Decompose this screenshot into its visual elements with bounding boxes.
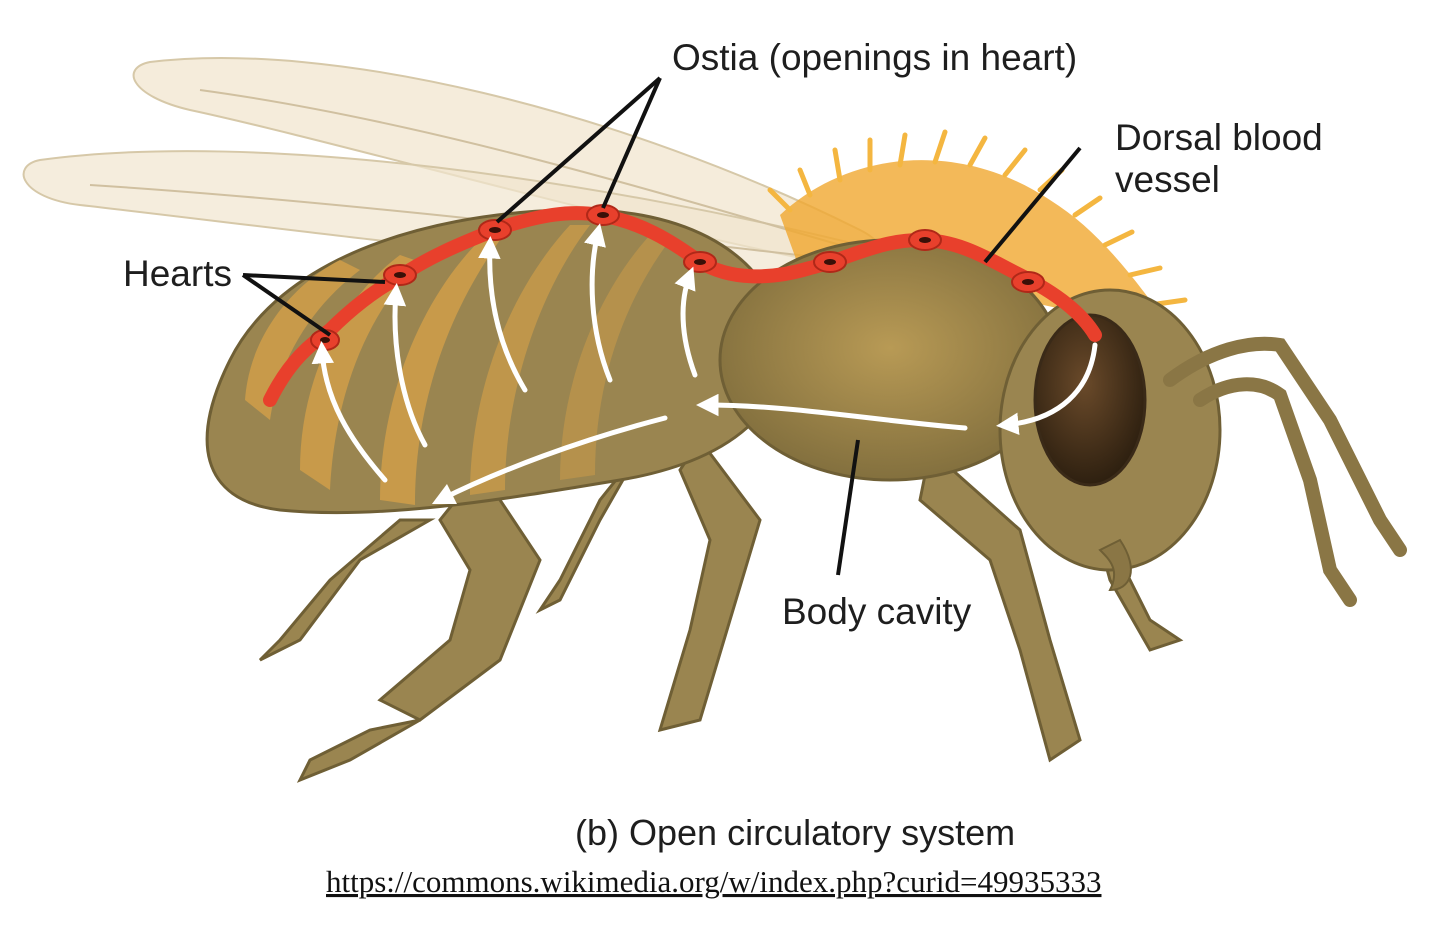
ostia-label: Ostia (openings in heart) — [672, 37, 1077, 78]
hind-leg — [377, 467, 542, 722]
flow-arrow-to-abdomen — [431, 415, 668, 505]
abdomen-stripe — [470, 225, 590, 495]
ostia-leader — [601, 77, 662, 209]
source-link[interactable]: https://commons.wikimedia.org/w/index.ph… — [326, 864, 1101, 899]
antennae — [1163, 336, 1407, 607]
abdomen-stripe — [300, 255, 420, 490]
hearts-label: Hearts — [123, 253, 232, 294]
hind-leg-back — [258, 518, 436, 662]
flow-arrow — [311, 341, 388, 483]
dorsal-vessel-leader — [983, 146, 1082, 264]
abdomen-stripe — [560, 235, 670, 480]
wing-vein — [199, 89, 841, 246]
dorsal-blood-vessel — [263, 206, 1102, 407]
flow-arrow — [583, 223, 613, 383]
hearts-leader — [242, 273, 386, 284]
middle-leg-back — [535, 449, 642, 614]
leader-lines — [241, 76, 1082, 576]
head — [998, 288, 1222, 592]
hearts-leader — [241, 273, 332, 337]
abdomen-stripe — [380, 240, 500, 505]
flow-arrows — [311, 223, 1098, 505]
body-cavity-leader — [836, 439, 860, 576]
antenna-right — [1193, 377, 1357, 607]
flow-arrow — [383, 283, 428, 448]
flow-arrow-head — [996, 342, 1098, 435]
ostia-leader — [495, 76, 662, 224]
mandible — [1098, 538, 1132, 592]
dorsal-vessel-label-line2: vessel — [1115, 159, 1220, 200]
figure-caption: (b) Open circulatory system — [575, 812, 1015, 853]
front-leg — [918, 447, 1082, 763]
body-cavity-label: Body cavity — [782, 591, 972, 632]
antenna-left — [1163, 336, 1407, 557]
compound-eye — [1033, 313, 1147, 487]
middle-leg — [657, 437, 762, 733]
legs — [258, 437, 1184, 783]
dorsal-vessel-label-line1: Dorsal blood — [1115, 117, 1323, 158]
flow-arrow — [674, 266, 698, 378]
flow-arrow-thorax — [696, 393, 968, 431]
flow-arrow — [478, 236, 528, 393]
hind-leg-lower — [296, 718, 421, 783]
